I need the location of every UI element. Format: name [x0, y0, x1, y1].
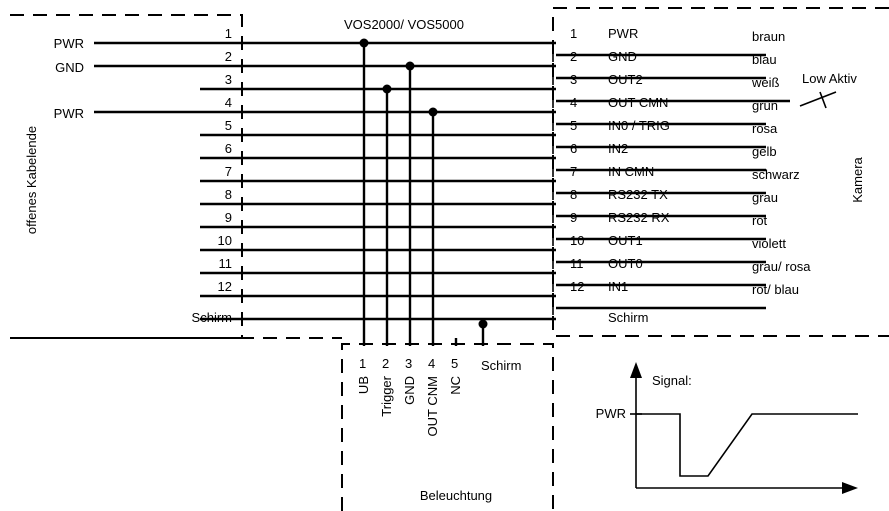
right-signal-label: PWR: [608, 26, 638, 41]
left-connector-box: [10, 14, 243, 339]
wire-color-label: rot/ blau: [752, 282, 799, 297]
right-pin-number: 1: [570, 26, 577, 41]
wires: [94, 36, 790, 321]
junction-dot: [478, 319, 488, 329]
switch-blade: [799, 91, 837, 107]
bottom-schirm-label: Schirm: [481, 358, 521, 373]
bottom-pin-number: 2: [382, 356, 389, 371]
left-pin-number: 4: [225, 95, 232, 110]
left-signal-pwr-4: PWR: [54, 106, 84, 121]
bottom-pin-number: 5: [451, 356, 458, 371]
bottom-pin-number: 3: [405, 356, 412, 371]
right-signal-label: IN1: [608, 279, 628, 294]
wire-color-label: rosa: [752, 121, 778, 136]
left-pin-number: 1: [225, 26, 232, 41]
left-pin-number: 6: [225, 141, 232, 156]
signal-label: Signal:: [652, 373, 692, 388]
right-pin-number: 11: [570, 256, 584, 271]
right-label: Kamera: [850, 156, 865, 202]
bottom-signal-label: OUT CNM: [425, 376, 440, 436]
wire-color-label: gelb: [752, 144, 777, 159]
left-pin-number: 5: [225, 118, 232, 133]
left-pin-number: 3: [225, 72, 232, 87]
right-pin-number: 3: [570, 72, 577, 87]
left-pin-number: 9: [225, 210, 232, 225]
right-pin-number: 2: [570, 49, 577, 64]
signal-plot: [630, 362, 858, 494]
bottom-signal-label: UB: [356, 376, 371, 394]
light-box: [341, 343, 554, 511]
camera-box: [552, 7, 889, 337]
bottom-signal-label: NC: [448, 376, 463, 395]
wire-color-label: grün: [752, 98, 778, 113]
right-schirm-label: Schirm: [608, 310, 648, 325]
right-pin-number: 7: [570, 164, 577, 179]
right-pin-number: 5: [570, 118, 577, 133]
right-pin-number: 9: [570, 210, 577, 225]
junction-dot: [405, 61, 415, 71]
low-active-label: Low Aktiv: [802, 71, 857, 86]
right-signal-label: RS232 RX: [608, 210, 670, 225]
wire-color-label: rot: [752, 213, 768, 228]
right-signal-label: IN2: [608, 141, 628, 156]
junction-dot: [428, 107, 438, 117]
left-pin-number: 10: [218, 233, 232, 248]
bottom-signal-label: GND: [402, 376, 417, 405]
left-label: offenes Kabelende: [24, 126, 39, 234]
left-pin-number: 2: [225, 49, 232, 64]
bottom-label: Beleuchtung: [420, 488, 492, 503]
bottom-pin-number: 4: [428, 356, 435, 371]
right-pin-number: 12: [570, 279, 584, 294]
wire-color-label: violett: [752, 236, 786, 251]
wire-color-label: schwarz: [752, 167, 800, 182]
right-signal-label: IN CMN: [608, 164, 654, 179]
title: VOS2000/ VOS5000: [344, 17, 464, 32]
right-pin-number: 4: [570, 95, 577, 110]
wire-color-label: braun: [752, 29, 785, 44]
left-pin-number: 7: [225, 164, 232, 179]
right-pin-number: 10: [570, 233, 584, 248]
right-signal-label: IN0 / TRIG: [608, 118, 670, 133]
wire-color-label: grau/ rosa: [752, 259, 811, 274]
wire-color-label: weiß: [751, 75, 780, 90]
right-pin-number: 8: [570, 187, 577, 202]
junction-dot: [382, 84, 392, 94]
right-signal-label: OUT1: [608, 233, 643, 248]
vertical-taps: [359, 38, 488, 346]
right-signal-label: RS232 TX: [608, 187, 668, 202]
low-active-switch: [799, 91, 837, 109]
left-schirm-label: Schirm: [192, 310, 232, 325]
left-signal-pwr: PWR: [54, 36, 84, 51]
switch-mark: [819, 91, 827, 109]
right-signal-label: OUT0: [608, 256, 643, 271]
left-pin-number: 11: [219, 256, 233, 271]
left-pin-number: 12: [218, 279, 232, 294]
bottom-pin-number: 1: [359, 356, 366, 371]
row-labels: 123456789101112123456789101112PWRGNDOUT2…: [218, 26, 812, 436]
bottom-signal-label: Trigger: [379, 375, 394, 416]
right-signal-label: OUT2: [608, 72, 643, 87]
right-signal-label: OUT CMN: [608, 95, 668, 110]
junction-dot: [359, 38, 369, 48]
wire-color-label: blau: [752, 52, 777, 67]
right-signal-label: GND: [608, 49, 637, 64]
wire-color-label: grau: [752, 190, 778, 205]
right-pin-number: 6: [570, 141, 577, 156]
left-pin-number: 8: [225, 187, 232, 202]
left-signal-gnd: GND: [55, 60, 84, 75]
signal-pwr-label: PWR: [596, 406, 626, 421]
